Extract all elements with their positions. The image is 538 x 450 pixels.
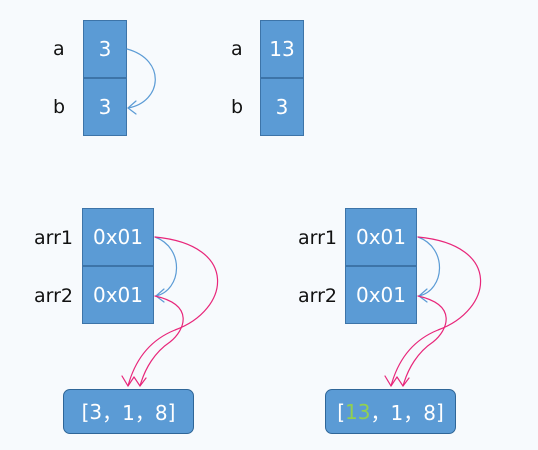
label-b: b: [53, 96, 66, 118]
label-arr2: arr2: [298, 285, 338, 307]
arr2-value: 0x01: [355, 283, 406, 307]
label-arr1: arr1: [34, 227, 74, 249]
variable-b-cell: 3: [260, 78, 304, 136]
label-arr2: arr2: [34, 285, 74, 307]
array-close-bracket: ]: [167, 399, 176, 424]
copy-arrowhead: [155, 288, 165, 303]
copy-arrow: [126, 48, 156, 109]
array-open-bracket: [: [337, 399, 346, 424]
variable-a-value: 3: [98, 37, 112, 61]
label-b: b: [231, 96, 244, 118]
reference-arrowhead: [384, 375, 398, 387]
copy-arrow: [417, 236, 440, 297]
array-object-box: [3，1，8]: [63, 389, 194, 434]
reference-arrowhead: [396, 376, 410, 387]
array-close-bracket: ]: [435, 399, 444, 424]
arr1-cell: 0x01: [82, 208, 154, 266]
array-rest-elements: ，1，8: [370, 401, 436, 425]
reference-arrow: [402, 295, 447, 387]
label-arr1: arr1: [298, 227, 338, 249]
variable-b-value: 3: [98, 95, 112, 119]
reference-arrow: [390, 236, 482, 387]
array-object-box: [13，1，8]: [325, 389, 456, 434]
arr2-cell: 0x01: [82, 266, 154, 324]
reference-arrowhead: [133, 376, 147, 387]
variable-b-cell: 3: [83, 78, 127, 136]
label-a: a: [231, 38, 243, 60]
variable-b-value: 3: [275, 95, 289, 119]
copy-arrow: [154, 236, 177, 297]
reference-arrow: [139, 295, 184, 387]
arr1-value: 0x01: [355, 225, 406, 249]
array-open-bracket: [: [81, 399, 90, 424]
reference-arrowhead: [121, 375, 135, 387]
variable-a-cell: 13: [260, 20, 304, 78]
arr1-value: 0x01: [92, 225, 143, 249]
array-first-element-changed: 13: [345, 399, 371, 424]
copy-arrowhead: [418, 288, 428, 303]
label-a: a: [53, 38, 65, 60]
arr2-cell: 0x01: [345, 266, 417, 324]
arr2-value: 0x01: [92, 283, 143, 307]
array-first-element: 3: [89, 399, 103, 424]
array-rest-elements: ，1，8: [102, 401, 168, 425]
copy-arrowhead: [127, 100, 137, 115]
reference-arrow: [127, 236, 219, 387]
arr1-cell: 0x01: [345, 208, 417, 266]
variable-a-value: 13: [269, 37, 295, 61]
